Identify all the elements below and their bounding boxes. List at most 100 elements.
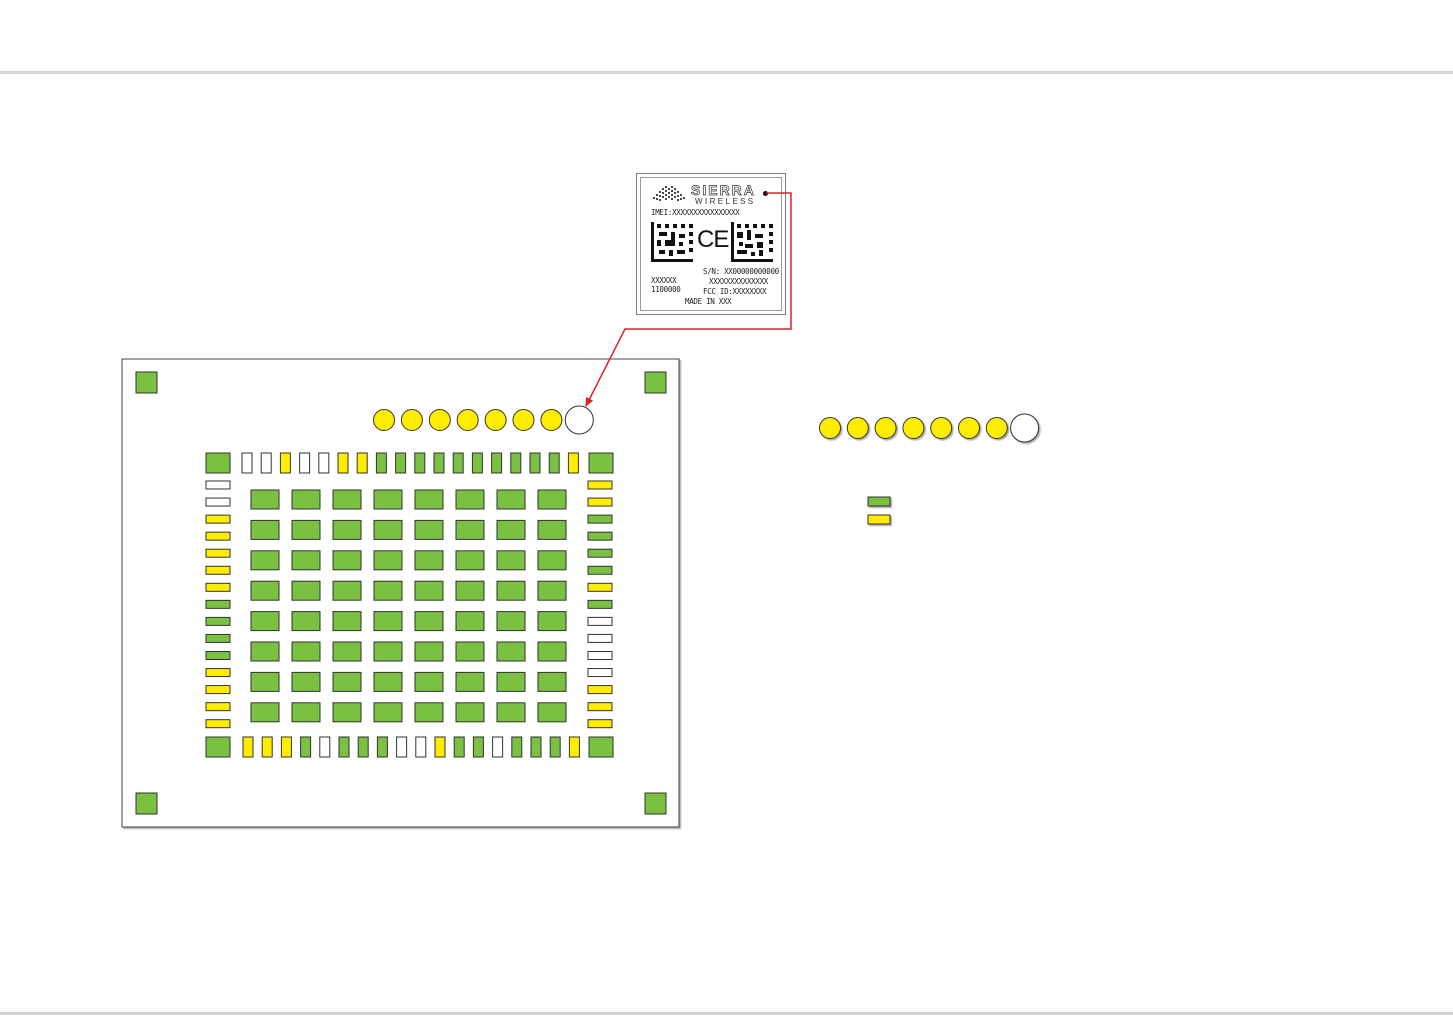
top-row-pad: [472, 453, 482, 473]
bottom-row-pad: [243, 737, 253, 757]
ground-pad: [333, 520, 361, 539]
corner-pad: [136, 793, 157, 814]
left-column-pad: [206, 600, 230, 608]
ground-pad: [292, 703, 320, 722]
ground-pad: [538, 551, 566, 570]
legend-test-point: [820, 418, 841, 439]
test-point-circle: [513, 410, 534, 431]
ground-pad: [538, 642, 566, 661]
ground-pad: [333, 581, 361, 600]
test-point-circle: [457, 410, 478, 431]
left-column-pad: [206, 481, 230, 489]
left-column-pad: [206, 669, 230, 677]
ground-pad: [456, 703, 484, 722]
bottom-row-pad: [473, 737, 483, 757]
ground-pad: [415, 703, 443, 722]
bottom-row-pad: [339, 737, 349, 757]
corner-pad: [136, 372, 157, 393]
legend-test-point: [959, 418, 980, 439]
right-column-pad: [588, 652, 612, 660]
test-point-circle: [374, 410, 395, 431]
left-column-pad: [206, 652, 230, 660]
ground-pad: [456, 581, 484, 600]
right-column-pad: [588, 515, 612, 523]
test-point-circle: [429, 410, 450, 431]
left-column-pad: [206, 532, 230, 540]
ground-pad: [497, 703, 525, 722]
top-row-pad: [415, 453, 425, 473]
right-column-pad: [588, 532, 612, 540]
ground-pad: [292, 520, 320, 539]
ground-pad: [251, 551, 279, 570]
ground-pad: [292, 672, 320, 691]
ground-pad: [415, 612, 443, 631]
ground-pad: [497, 490, 525, 509]
ground-pad: [374, 581, 402, 600]
ground-pad: [538, 520, 566, 539]
ground-pad: [415, 490, 443, 509]
ground-pad: [538, 612, 566, 631]
ground-pad: [538, 703, 566, 722]
ground-pad: [497, 642, 525, 661]
legend-test-point: [931, 418, 952, 439]
test-point-circle: [541, 410, 562, 431]
ground-pad: [456, 520, 484, 539]
top-row-pad: [511, 453, 521, 473]
ground-pad: [456, 490, 484, 509]
ground-pad: [415, 642, 443, 661]
ground-pad: [456, 672, 484, 691]
top-row-pad: [396, 453, 406, 473]
bottom-row-pad: [550, 737, 560, 757]
ground-pad: [374, 520, 402, 539]
right-column-pad: [588, 617, 612, 625]
test-point-circle: [401, 410, 422, 431]
top-row-pad: [357, 453, 367, 473]
bottom-row-pad: [454, 737, 464, 757]
right-column-pad: [588, 600, 612, 608]
ground-pad: [251, 612, 279, 631]
left-column-pad: [206, 515, 230, 523]
left-column-pad: [206, 549, 230, 557]
ground-pad: [415, 581, 443, 600]
corner-pad: [645, 372, 666, 393]
corner-pad: [645, 793, 666, 814]
bottom-row-pad: [435, 737, 445, 757]
ground-pad: [333, 612, 361, 631]
ground-pad: [456, 612, 484, 631]
left-column-pad: [206, 583, 230, 591]
ground-pad: [415, 672, 443, 691]
bottom-row-pad: [397, 737, 407, 757]
top-row-pad: [319, 453, 329, 473]
right-column-pad: [588, 634, 612, 642]
bottom-row-pad: [320, 737, 330, 757]
bottom-row-pad: [281, 737, 291, 757]
ground-pad: [333, 642, 361, 661]
ground-pad: [333, 551, 361, 570]
ground-pad: [538, 581, 566, 600]
test-point-circle: [485, 410, 506, 431]
legend-pad-swatch: [868, 515, 890, 524]
right-column-pad: [588, 720, 612, 728]
ground-pad: [251, 642, 279, 661]
left-column-pad: [206, 634, 230, 642]
ground-pad: [374, 672, 402, 691]
ground-pad: [333, 672, 361, 691]
peripheral-corner-pad: [206, 737, 230, 757]
right-column-pad: [588, 669, 612, 677]
ground-pad: [374, 490, 402, 509]
top-row-pad: [261, 453, 271, 473]
left-column-pad: [206, 498, 230, 506]
left-column-pad: [206, 703, 230, 711]
top-row-pad: [492, 453, 502, 473]
bottom-row-pad: [512, 737, 522, 757]
legend-test-point: [847, 418, 868, 439]
bottom-row-pad: [301, 737, 311, 757]
ground-pad: [374, 612, 402, 631]
left-column-pad: [206, 720, 230, 728]
ground-pad: [292, 612, 320, 631]
top-row-pad: [338, 453, 348, 473]
right-column-pad: [588, 481, 612, 489]
top-row-pad: [376, 453, 386, 473]
top-row-pad: [453, 453, 463, 473]
